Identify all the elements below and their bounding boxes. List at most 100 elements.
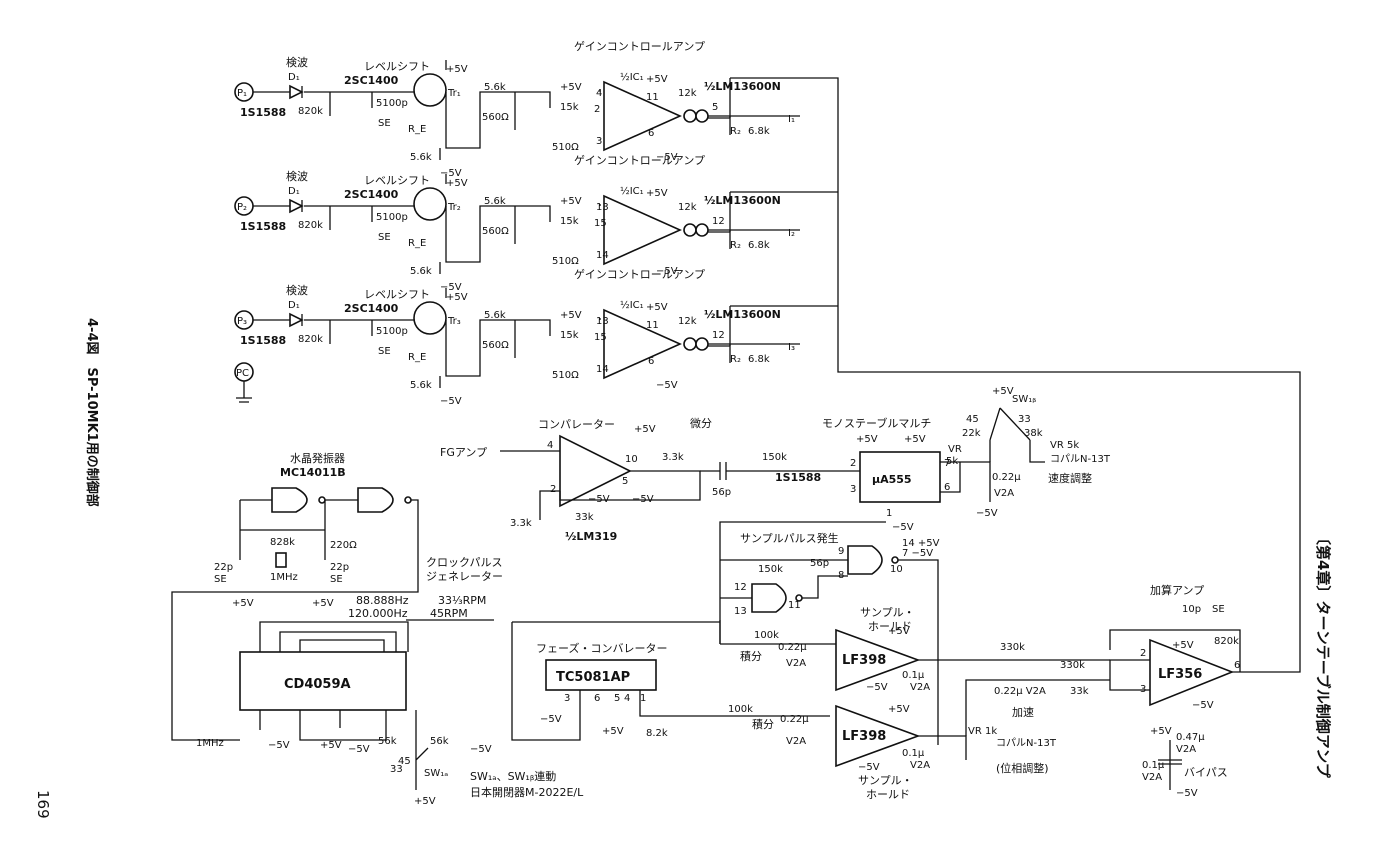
cap-label: 22p bbox=[330, 562, 349, 573]
output-label: I₁ bbox=[788, 114, 795, 125]
clock-label-1: クロックパルス bbox=[426, 556, 502, 569]
wire bbox=[253, 60, 731, 160]
resistor-label: 510Ω bbox=[552, 142, 579, 153]
supply-label: +5V bbox=[446, 64, 468, 75]
resistor-label: 22k bbox=[962, 428, 981, 439]
cap-label: 0.1μ bbox=[902, 748, 925, 759]
supply-label: −5V bbox=[866, 682, 888, 693]
resistor-label: 6.8k bbox=[748, 354, 770, 365]
level-shift-label: レベルシフト bbox=[364, 288, 430, 301]
clock-label-2: ジェネレーター bbox=[426, 570, 503, 583]
diode bbox=[289, 198, 304, 214]
resistor-label: 12k bbox=[678, 88, 697, 99]
integ-label: 積分 bbox=[752, 717, 774, 731]
pin-label: 5 bbox=[622, 476, 628, 487]
vr-type: コパルN-13T bbox=[1050, 453, 1111, 465]
vr-label: 5k bbox=[946, 456, 958, 467]
pin-label: 6 bbox=[594, 693, 600, 704]
pin-label: 14 bbox=[596, 250, 609, 261]
resistor-label: 560Ω bbox=[482, 112, 509, 123]
wire bbox=[965, 659, 1150, 736]
resistor-label: 33k bbox=[575, 512, 594, 523]
supply-label: +5V bbox=[634, 424, 656, 435]
cap-label: V2A bbox=[910, 760, 930, 771]
resistor-label: 6.8k bbox=[748, 126, 770, 137]
resistor-label: 56k bbox=[378, 736, 397, 747]
detect-label: 検波 bbox=[286, 55, 308, 69]
freq2-label: 120.000Hz bbox=[348, 607, 408, 620]
vr-label: VR 1k bbox=[968, 726, 997, 737]
ic-label: ½IC₁ bbox=[620, 185, 644, 197]
resistor-label: 8.2k bbox=[646, 728, 668, 739]
pin-label: 12 bbox=[712, 330, 725, 341]
wire bbox=[719, 620, 1110, 760]
ua555-label: μA555 bbox=[872, 473, 912, 486]
supply-label: +5V bbox=[560, 196, 582, 207]
resistor-label: R_E bbox=[408, 352, 426, 363]
supply-label: −5V bbox=[892, 522, 914, 533]
pin-label: 12 bbox=[734, 582, 747, 593]
supply-label: −5V bbox=[656, 152, 678, 163]
pin-label: 1 bbox=[640, 693, 646, 704]
resistor-label: R₂ bbox=[730, 126, 741, 137]
accel-label: 加速 bbox=[1012, 706, 1034, 719]
wire bbox=[406, 619, 720, 623]
resistor-label: 6.8k bbox=[748, 240, 770, 251]
cap-label: V2A bbox=[910, 682, 930, 693]
input-label: P₁ bbox=[237, 88, 247, 99]
wire bbox=[253, 288, 731, 388]
wire bbox=[989, 407, 1045, 463]
pin-label: 11 bbox=[788, 600, 801, 611]
pin-label: 2 bbox=[594, 104, 600, 115]
pin-label: 3 bbox=[850, 484, 856, 495]
pin-label: 12 bbox=[712, 216, 725, 227]
pin-label: 13 bbox=[596, 316, 609, 327]
resistor-label: R₂ bbox=[730, 354, 741, 365]
output-label: I₃ bbox=[788, 342, 795, 353]
vr-note: VR 5k bbox=[1050, 440, 1079, 451]
comparator-opamp bbox=[559, 434, 632, 508]
resistor-label: 38k bbox=[1024, 428, 1043, 439]
supply-label: +5V bbox=[1172, 640, 1194, 651]
detect-label: 検波 bbox=[286, 169, 308, 183]
resistor-label: 5.6k bbox=[410, 380, 432, 391]
input-label: P₂ bbox=[237, 202, 247, 213]
pin-label: 10 bbox=[625, 454, 638, 465]
ota-opamp bbox=[603, 80, 682, 152]
nand-bubble bbox=[891, 556, 899, 564]
cd4059a-label: CD4059A bbox=[284, 677, 351, 692]
supply-label: +5V bbox=[602, 726, 624, 737]
crystal-label: 1MHz bbox=[270, 572, 298, 583]
cap-label: 0.1μ bbox=[902, 670, 925, 681]
page-number: 169 bbox=[34, 790, 52, 819]
adder-title: 加算アンプ bbox=[1150, 583, 1204, 597]
pin-label: 14 +5V bbox=[902, 538, 940, 549]
cap-label: 0.22μ bbox=[780, 714, 809, 725]
tc5081ap-ic bbox=[545, 659, 657, 691]
supply-label: −5V bbox=[976, 508, 998, 519]
pin-label: 7 bbox=[944, 458, 950, 469]
vr-label: 15k bbox=[560, 102, 579, 113]
vr-label: 15k bbox=[560, 330, 579, 341]
cap-label: 0.22μ V2A bbox=[994, 686, 1046, 697]
sw-label: 45 bbox=[966, 414, 979, 425]
resistor-label: 220Ω bbox=[330, 540, 357, 551]
resistor-label: 828k bbox=[270, 537, 295, 548]
pin-label: 14 bbox=[596, 364, 609, 375]
tc5081ap-label: TC5081AP bbox=[556, 670, 630, 685]
cap-label: 0.22μ bbox=[778, 642, 807, 653]
buffer-circle bbox=[695, 223, 709, 237]
transistor bbox=[413, 187, 447, 221]
supply-label: −5V bbox=[440, 396, 462, 407]
bypass-label: バイパス bbox=[1184, 766, 1228, 779]
supply-label: −5V bbox=[656, 266, 678, 277]
pc-label: PC bbox=[236, 368, 249, 379]
nand-gate bbox=[751, 583, 787, 613]
resistor-label: 100k bbox=[754, 630, 779, 641]
integ-label: 積分 bbox=[740, 649, 762, 663]
sw-note: SW₁ₐ、SW₁ᵦ連動 bbox=[470, 769, 556, 783]
ic-label: ½IC₁ bbox=[620, 299, 644, 311]
diff-title: 微分 bbox=[690, 416, 712, 430]
bus-wire bbox=[730, 77, 1301, 673]
